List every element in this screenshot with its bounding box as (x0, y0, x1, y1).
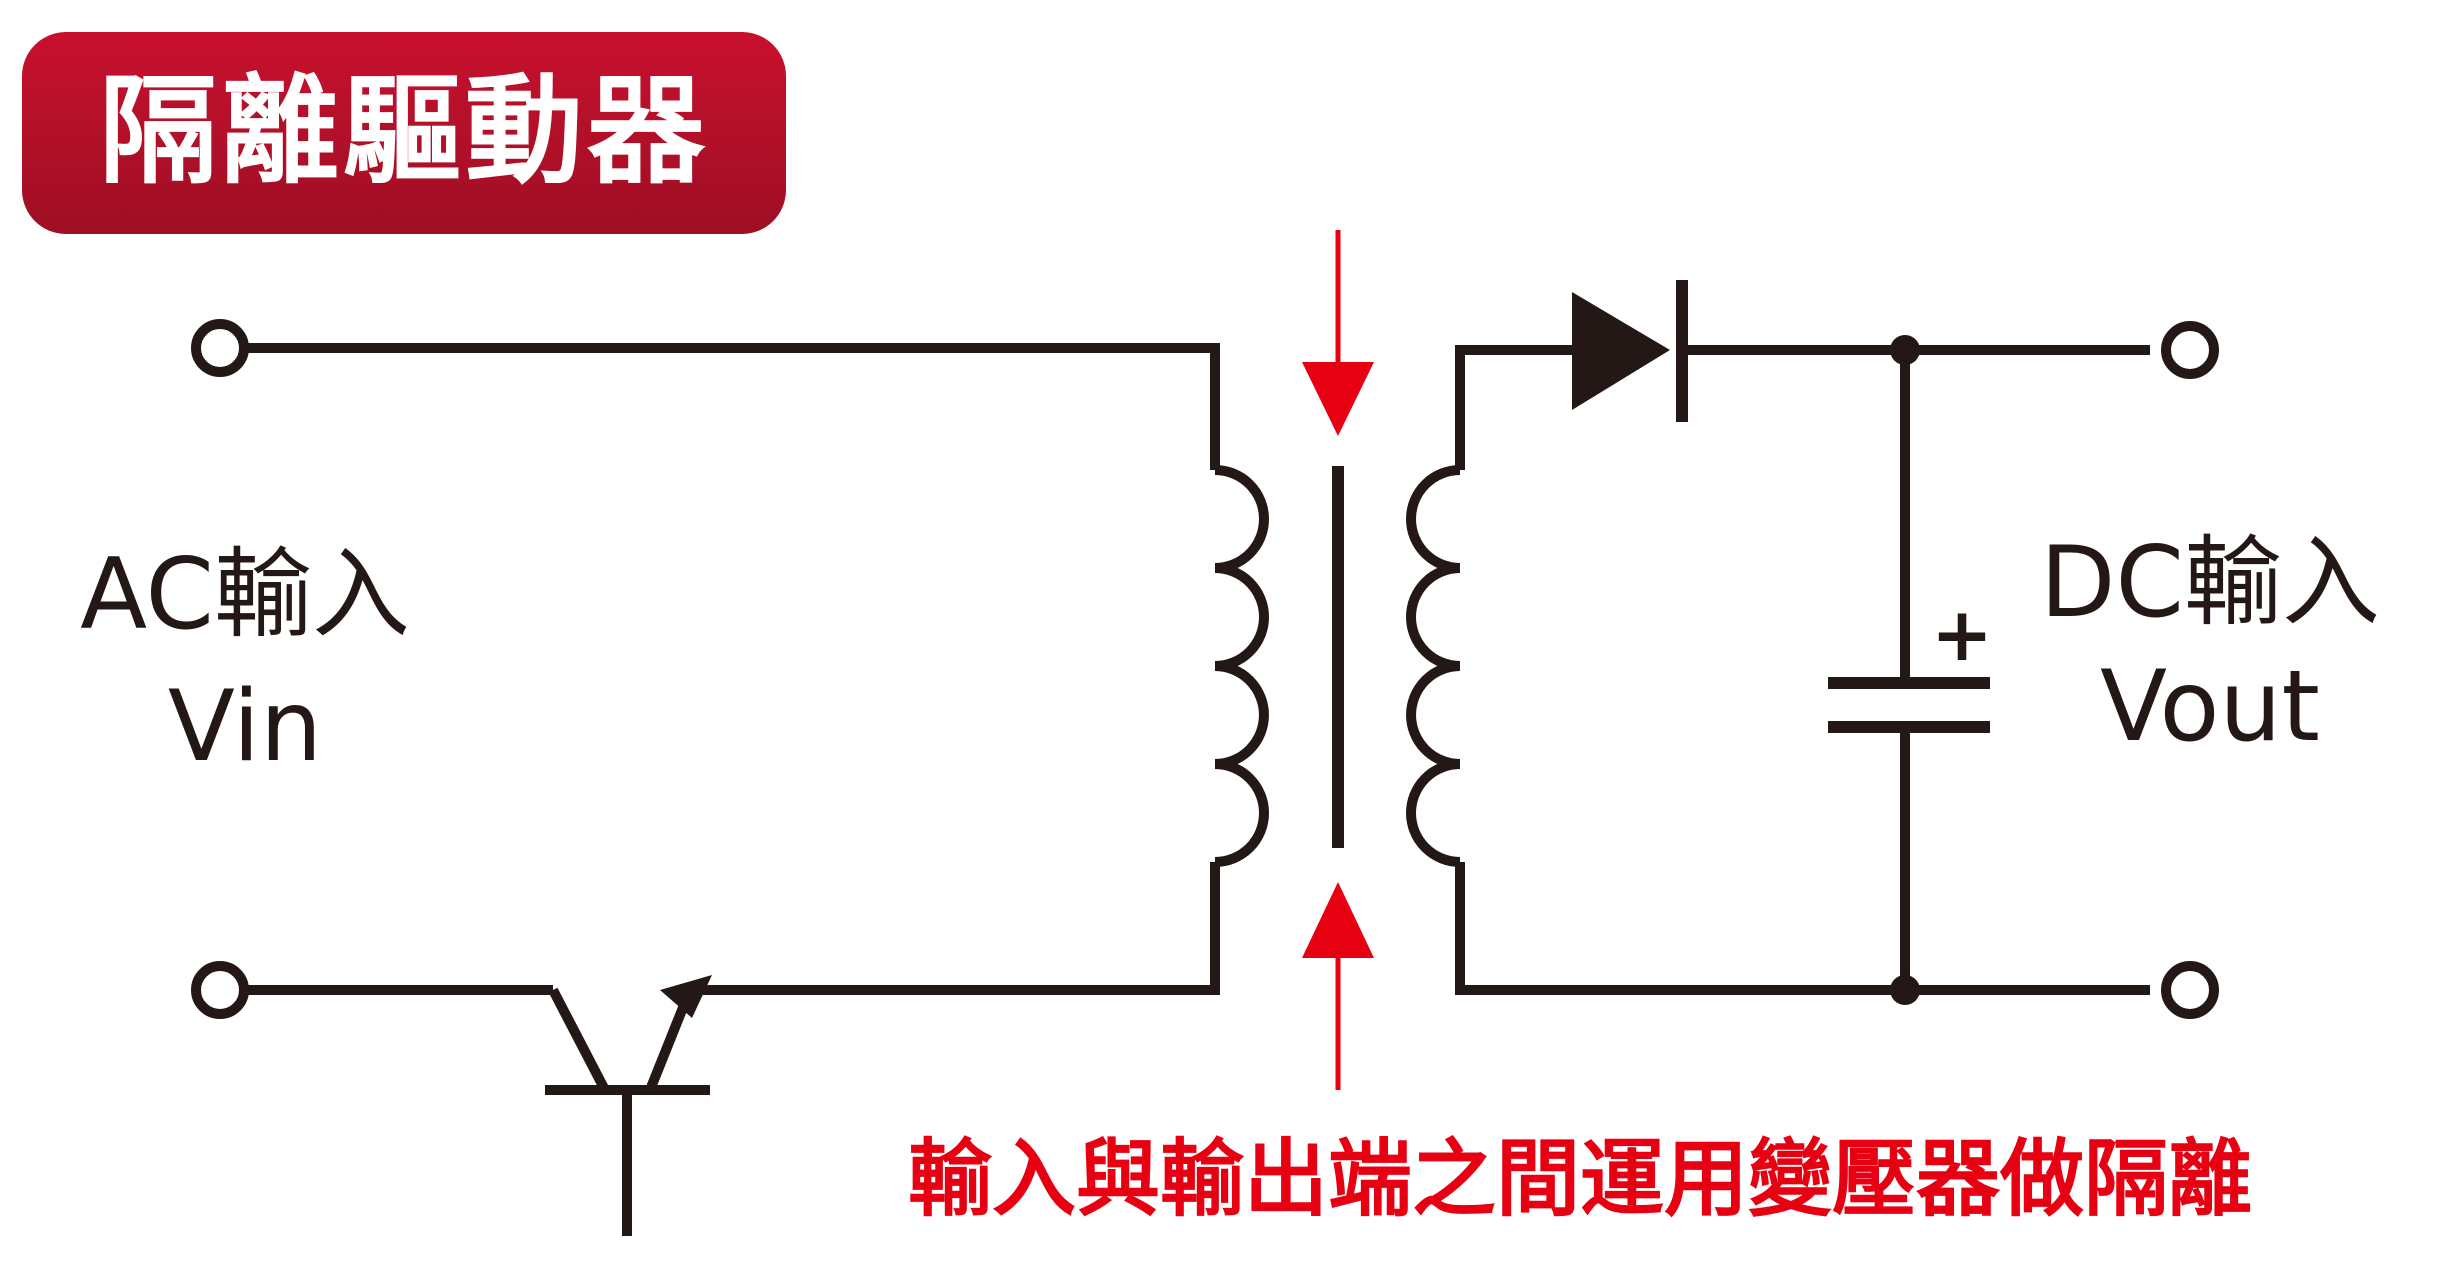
isolation-arrow-bottom-head (1302, 882, 1374, 958)
output-terminal-top (2161, 321, 2219, 379)
transistor (545, 975, 712, 1236)
diode (1572, 280, 1688, 422)
primary-coil (1214, 465, 1269, 867)
title-background (22, 32, 786, 234)
secondary-wire-bottom (1455, 862, 2150, 995)
title-badge: 隔離驅動器 (22, 32, 786, 234)
capacitor: + (1828, 350, 1993, 990)
primary-wire-top (244, 343, 1220, 470)
primary-wire-bottom (690, 862, 1220, 995)
secondary-coil (1406, 465, 1461, 867)
input-label-line1: AC輸入 (80, 538, 410, 652)
output-terminal-bottom (2161, 961, 2219, 1019)
secondary-wire-top (1455, 345, 1572, 470)
isolation-caption: 輸入與輸出端之間運用變壓器做隔離 (908, 1130, 2252, 1228)
transistor-arrow (660, 975, 712, 1018)
capacitor-plus-sign: + (1931, 592, 1993, 678)
output-label-line2: Vout (2100, 650, 2320, 764)
input-terminal-bottom (191, 961, 249, 1019)
diode-triangle (1572, 292, 1670, 410)
input-terminal-top (191, 319, 249, 377)
output-label-line1: DC輸入 (2040, 526, 2380, 640)
page-title: 隔離驅動器 (99, 62, 709, 200)
isolation-arrow-top-head (1302, 362, 1374, 436)
transistor-collector (548, 987, 610, 1093)
input-label-line2: Vin (168, 670, 322, 784)
isolation-indicator (1302, 230, 1374, 1090)
